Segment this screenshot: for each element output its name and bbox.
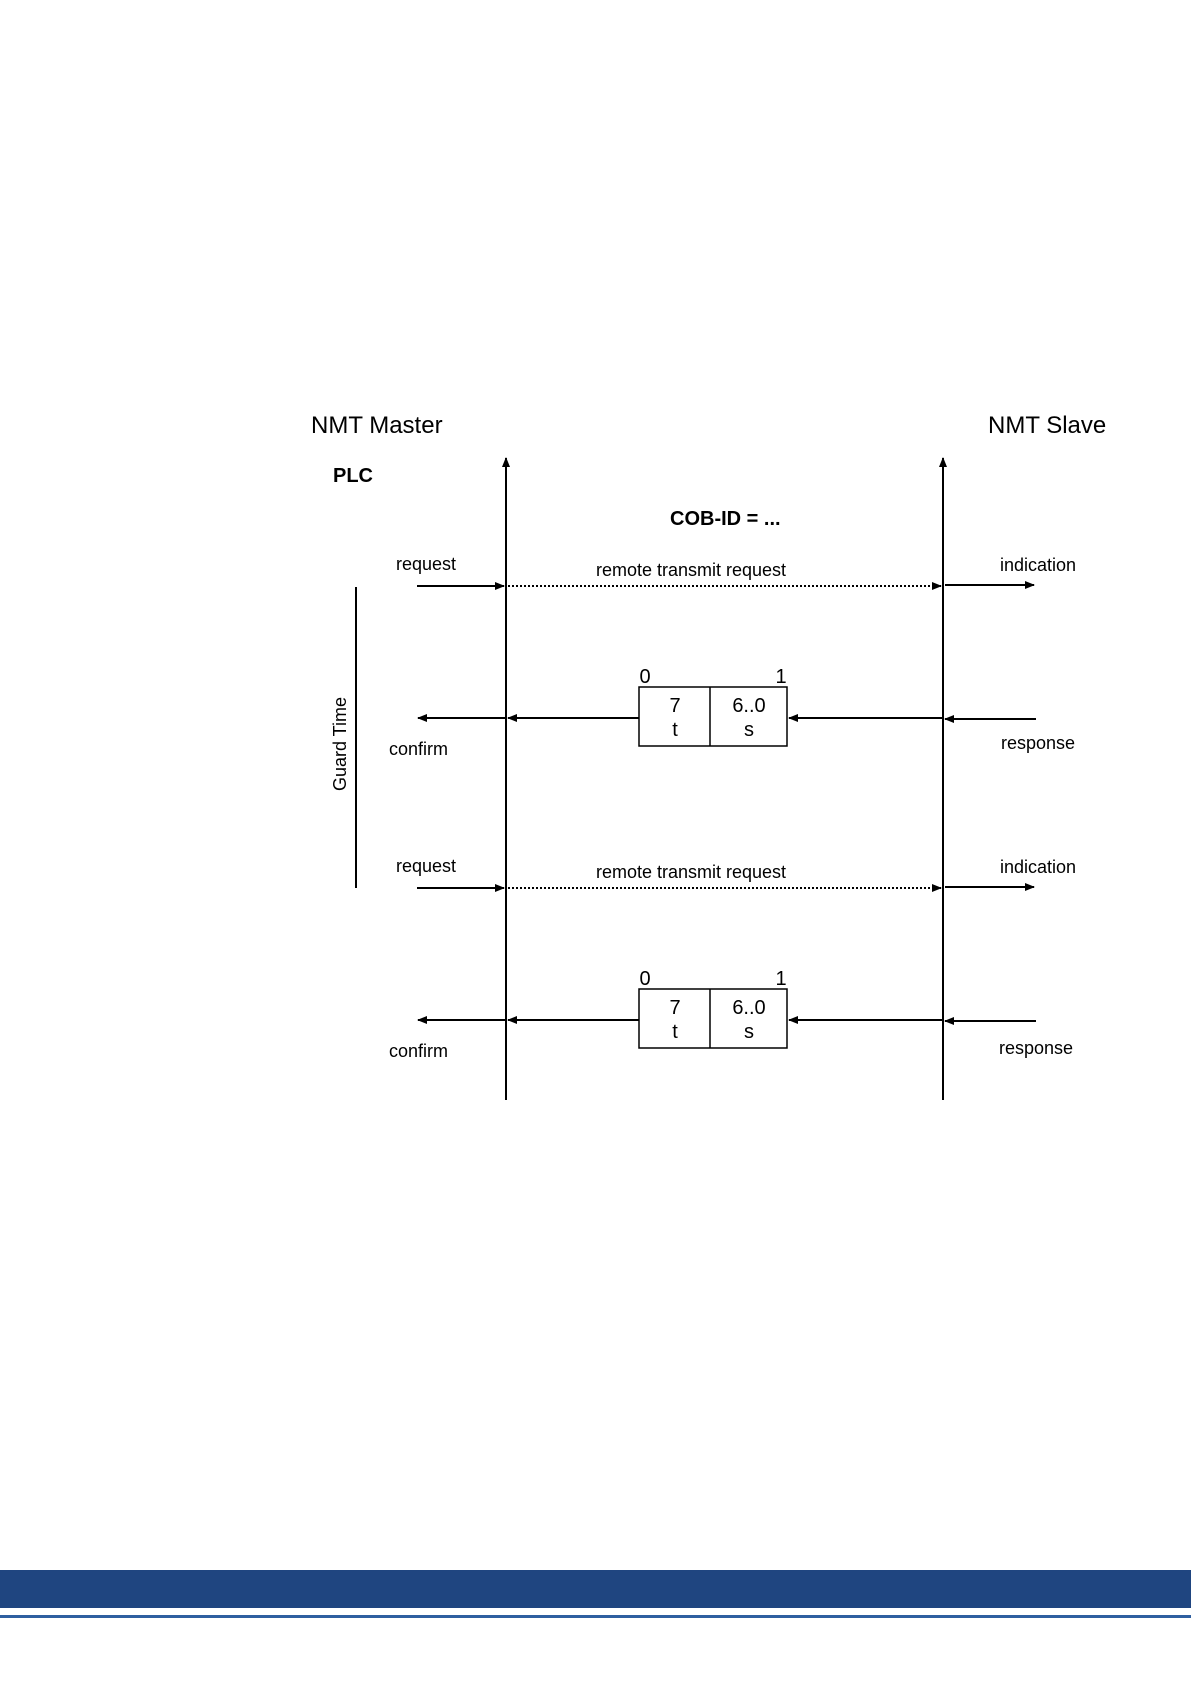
byte-index-right: 1 [775, 968, 786, 990]
confirm-label: confirm [389, 739, 448, 759]
byte-index-right: 1 [775, 666, 786, 688]
cob-id-label: COB-ID = ... [670, 508, 781, 530]
master-title: NMT Master [311, 412, 443, 439]
exchange-2-response: 0 1 7 t 6..0 s confirm response [389, 968, 1073, 1061]
request-label: request [396, 554, 456, 574]
rtr-message-label: remote transmit request [596, 560, 786, 580]
guard-time-label: Guard Time [330, 697, 350, 791]
exchange-1-request: request remote transmit request indicati… [396, 554, 1076, 586]
rtr-message-label: remote transmit request [596, 862, 786, 882]
state-bits-symbol: s [744, 719, 754, 741]
request-label: request [396, 856, 456, 876]
state-bits-number: 6..0 [732, 695, 765, 717]
indication-label: indication [1000, 857, 1076, 877]
toggle-bit-symbol: t [672, 1021, 678, 1043]
response-label: response [1001, 733, 1075, 753]
toggle-bit-symbol: t [672, 719, 678, 741]
state-bits-symbol: s [744, 1021, 754, 1043]
byte-index-left: 0 [639, 968, 650, 990]
plc-label: PLC [333, 465, 373, 487]
toggle-bit-number: 7 [669, 997, 680, 1019]
byte-index-left: 0 [639, 666, 650, 688]
exchange-1-response: 0 1 7 t 6..0 s confirm response [389, 666, 1075, 759]
exchange-2-request: request remote transmit request indicati… [396, 856, 1076, 888]
footer-band [0, 1570, 1191, 1608]
footer-rule [0, 1615, 1191, 1618]
slave-title: NMT Slave [988, 412, 1106, 439]
toggle-bit-number: 7 [669, 695, 680, 717]
response-label: response [999, 1038, 1073, 1058]
indication-label: indication [1000, 555, 1076, 575]
state-bits-number: 6..0 [732, 997, 765, 1019]
confirm-label: confirm [389, 1041, 448, 1061]
